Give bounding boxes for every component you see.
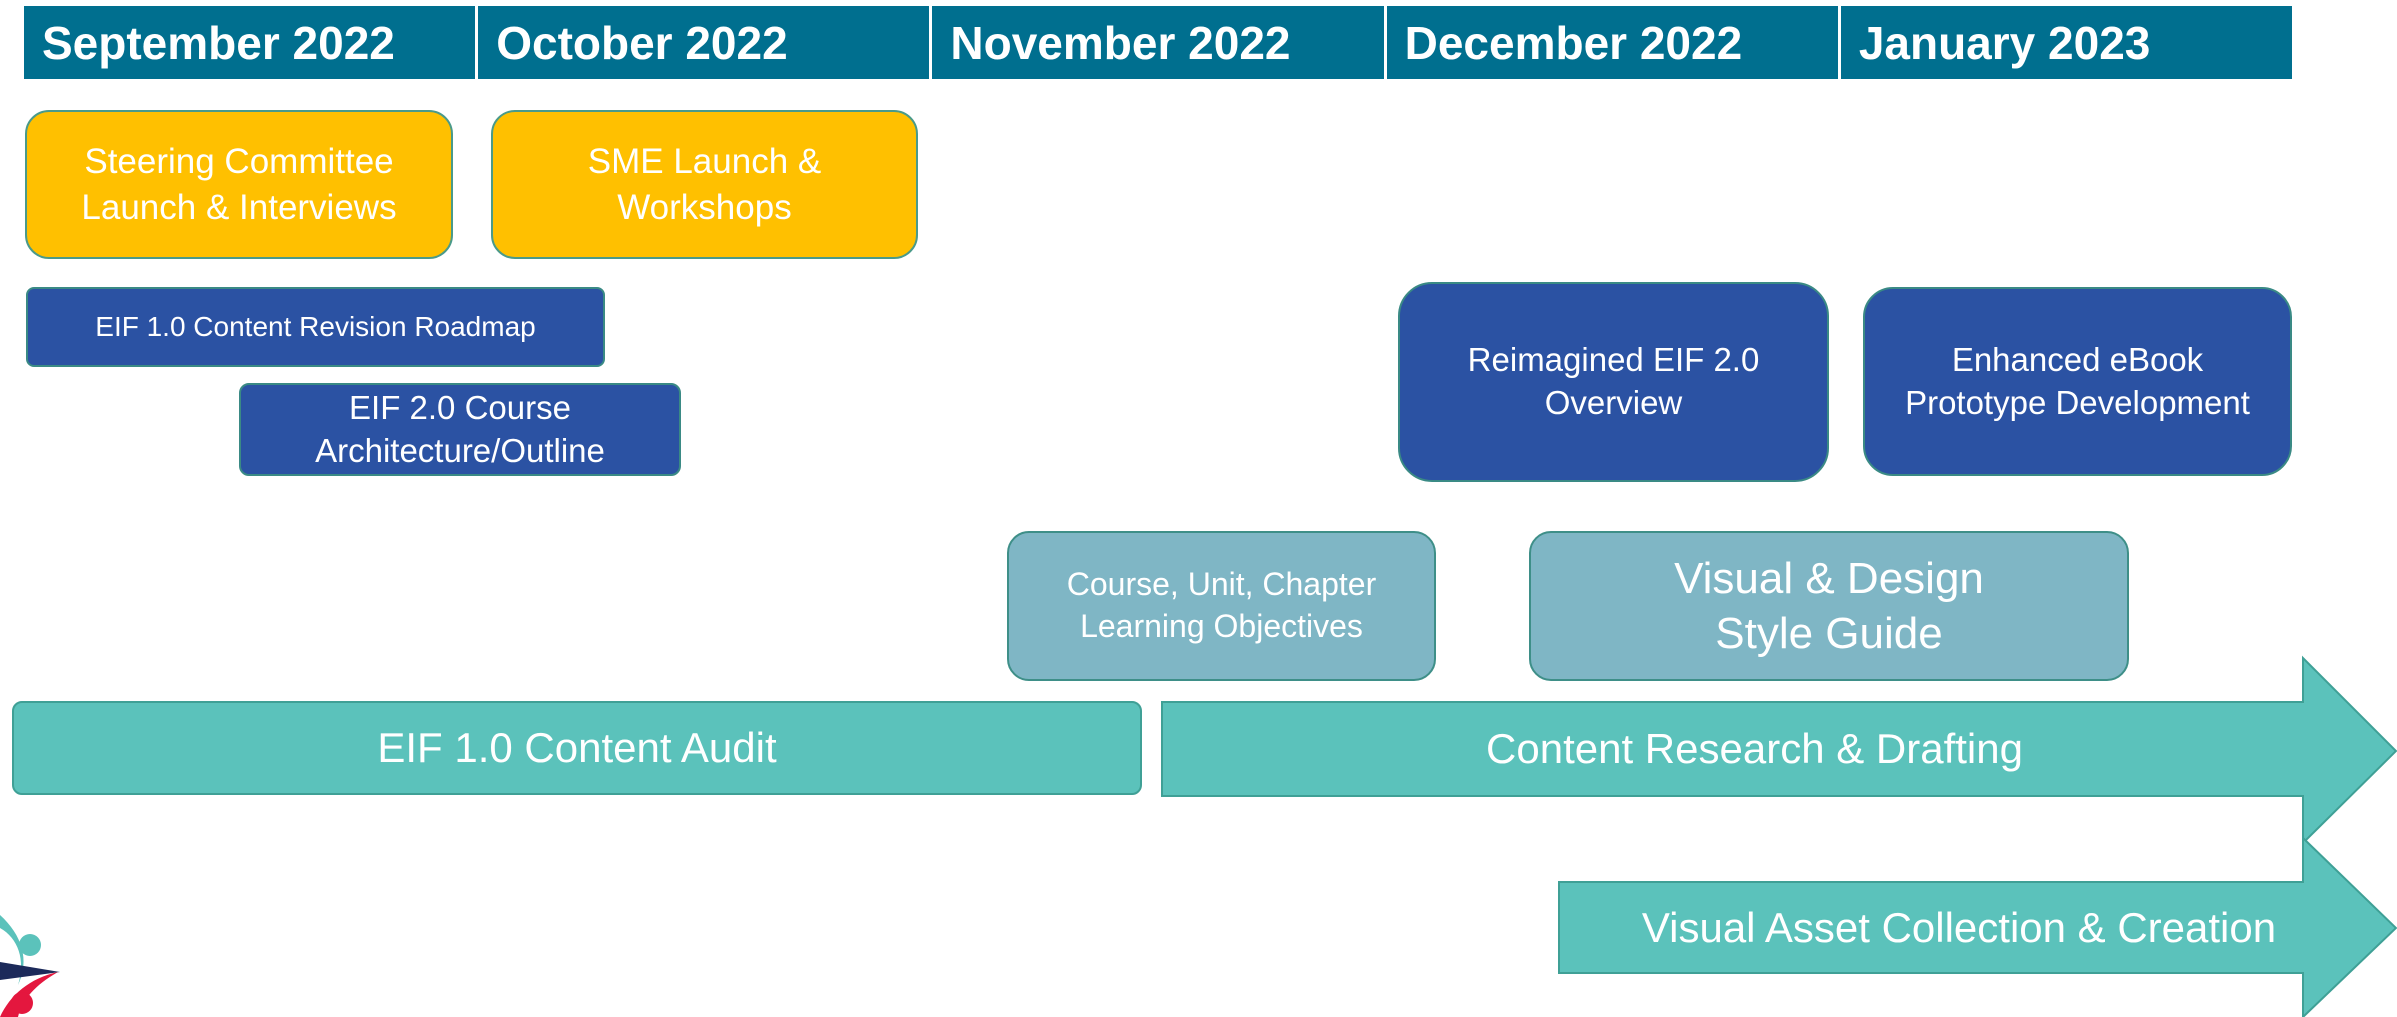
logo-icon	[0, 915, 60, 1017]
month-header: September 2022 October 2022 November 202…	[24, 6, 2293, 79]
content-audit-bar: EIF 1.0 Content Audit	[12, 701, 1142, 795]
month-november: November 2022	[932, 6, 1387, 79]
course-architecture-box: EIF 2.0 Course Architecture/Outline	[239, 383, 681, 476]
month-january: January 2023	[1840, 6, 2293, 79]
content-research-label: Content Research & Drafting	[1486, 725, 2023, 772]
content-research-arrow	[1161, 655, 2397, 846]
ebook-prototype-box: Enhanced eBook Prototype Development	[1863, 287, 2292, 476]
content-audit-label: EIF 1.0 Content Audit	[377, 723, 777, 771]
steering-committee-box: Steering Committee Launch & Interviews	[25, 110, 453, 259]
visual-asset-label-wrap: Visual Asset Collection & Creation	[1559, 882, 2359, 973]
month-october: October 2022	[478, 6, 933, 79]
month-december: December 2022	[1386, 6, 1841, 79]
reimagined-overview-label: Reimagined EIF 2.0 Overview	[1467, 341, 1760, 421]
steering-committee-label: Steering Committee Launch & Interviews	[81, 142, 397, 227]
roadmap-box: EIF 1.0 Content Revision Roadmap	[26, 287, 605, 367]
learning-objectives-label: Course, Unit, Chapter Learning Objective…	[1066, 566, 1377, 644]
visual-asset-label: Visual Asset Collection & Creation	[1641, 903, 2277, 951]
learning-objectives-box: Course, Unit, Chapter Learning Objective…	[1007, 531, 1436, 681]
course-architecture-label: EIF 2.0 Course Architecture/Outline	[315, 388, 605, 469]
ebook-prototype-label: Enhanced eBook Prototype Development	[1905, 340, 2250, 421]
style-guide-box: Visual & Design Style Guide	[1529, 531, 2129, 681]
content-research-label-wrap: Content Research & Drafting	[1162, 702, 2347, 796]
sme-launch-label: SME Launch & Workshops	[587, 142, 822, 227]
sme-launch-box: SME Launch & Workshops	[491, 110, 918, 259]
style-guide-label: Visual & Design Style Guide	[1674, 554, 1984, 658]
reimagined-overview-box: Reimagined EIF 2.0 Overview	[1398, 282, 1829, 482]
roadmap-label: EIF 1.0 Content Revision Roadmap	[95, 310, 536, 342]
month-september: September 2022	[24, 6, 479, 79]
visual-asset-arrow	[1558, 835, 2397, 1017]
